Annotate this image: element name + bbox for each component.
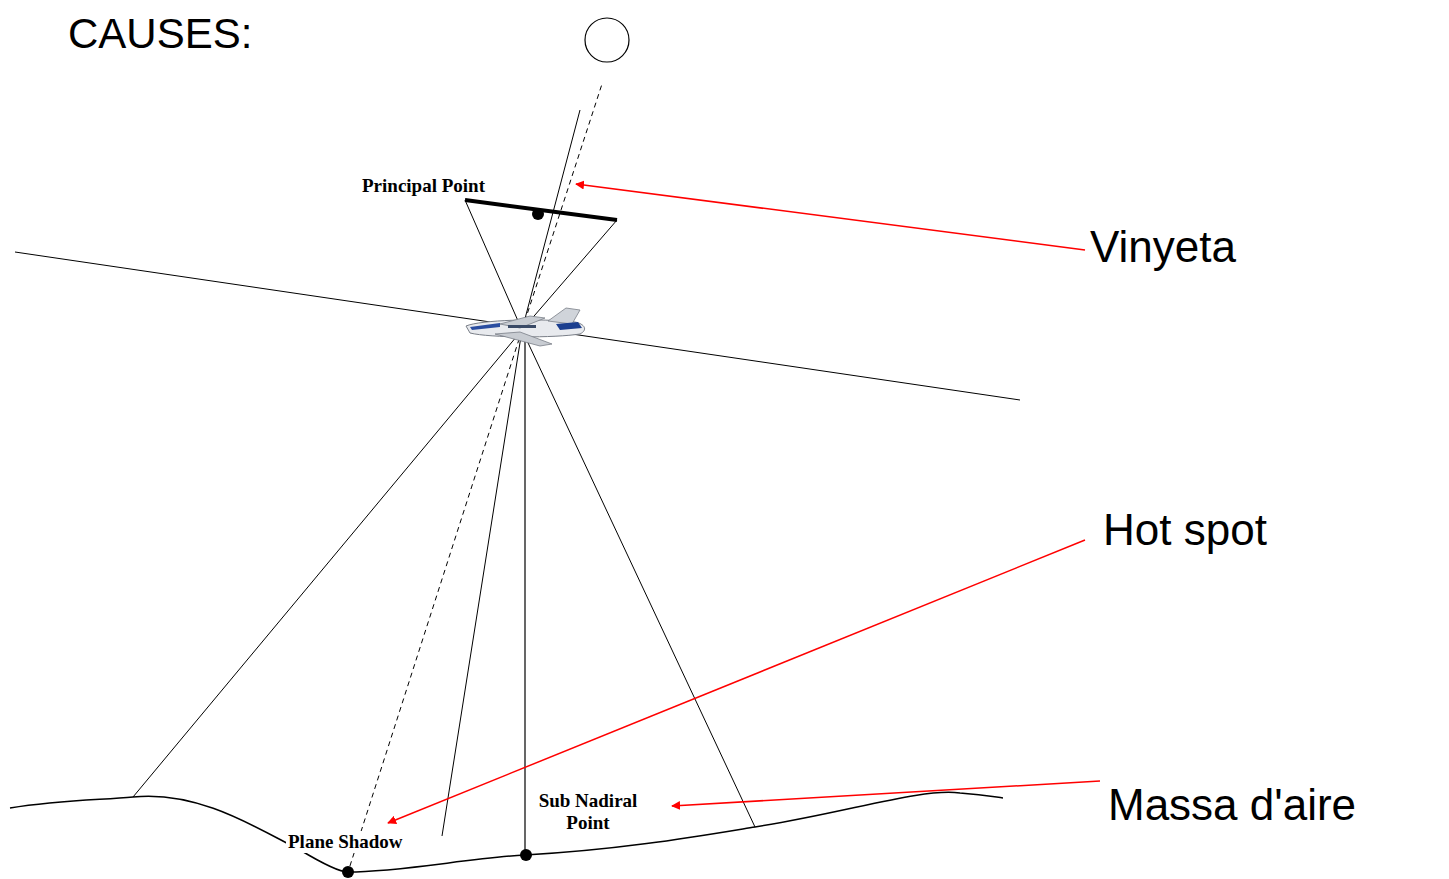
nadir-line — [524, 330, 525, 855]
point-label: Sub Nadiral Point — [530, 790, 646, 834]
point-label: Plane Shadow — [286, 831, 405, 853]
image-plane — [465, 200, 617, 220]
sun-ray — [522, 84, 602, 330]
leader-arrow — [388, 540, 1085, 823]
principal-point-dot — [532, 208, 544, 220]
shadow-point-dot — [342, 866, 354, 878]
flight-line — [15, 252, 1020, 400]
cause-label: Massa d'aire — [1108, 780, 1356, 831]
field-ray — [465, 200, 522, 330]
field-ray — [133, 330, 522, 797]
point-label: Principal Point — [360, 175, 487, 197]
nadir-point-dot — [520, 849, 532, 861]
view-ray — [442, 330, 522, 836]
airplane — [466, 308, 585, 346]
terrain — [10, 792, 1003, 872]
slide-title: CAUSES: — [68, 10, 252, 58]
leader-arrow — [576, 184, 1085, 250]
sun — [585, 18, 629, 62]
cause-label: Vinyeta — [1090, 222, 1236, 273]
field-ray — [522, 220, 617, 330]
leader-arrow — [672, 781, 1100, 806]
field-ray — [522, 330, 755, 827]
cause-label: Hot spot — [1103, 505, 1267, 556]
shadow-ray — [348, 330, 522, 872]
